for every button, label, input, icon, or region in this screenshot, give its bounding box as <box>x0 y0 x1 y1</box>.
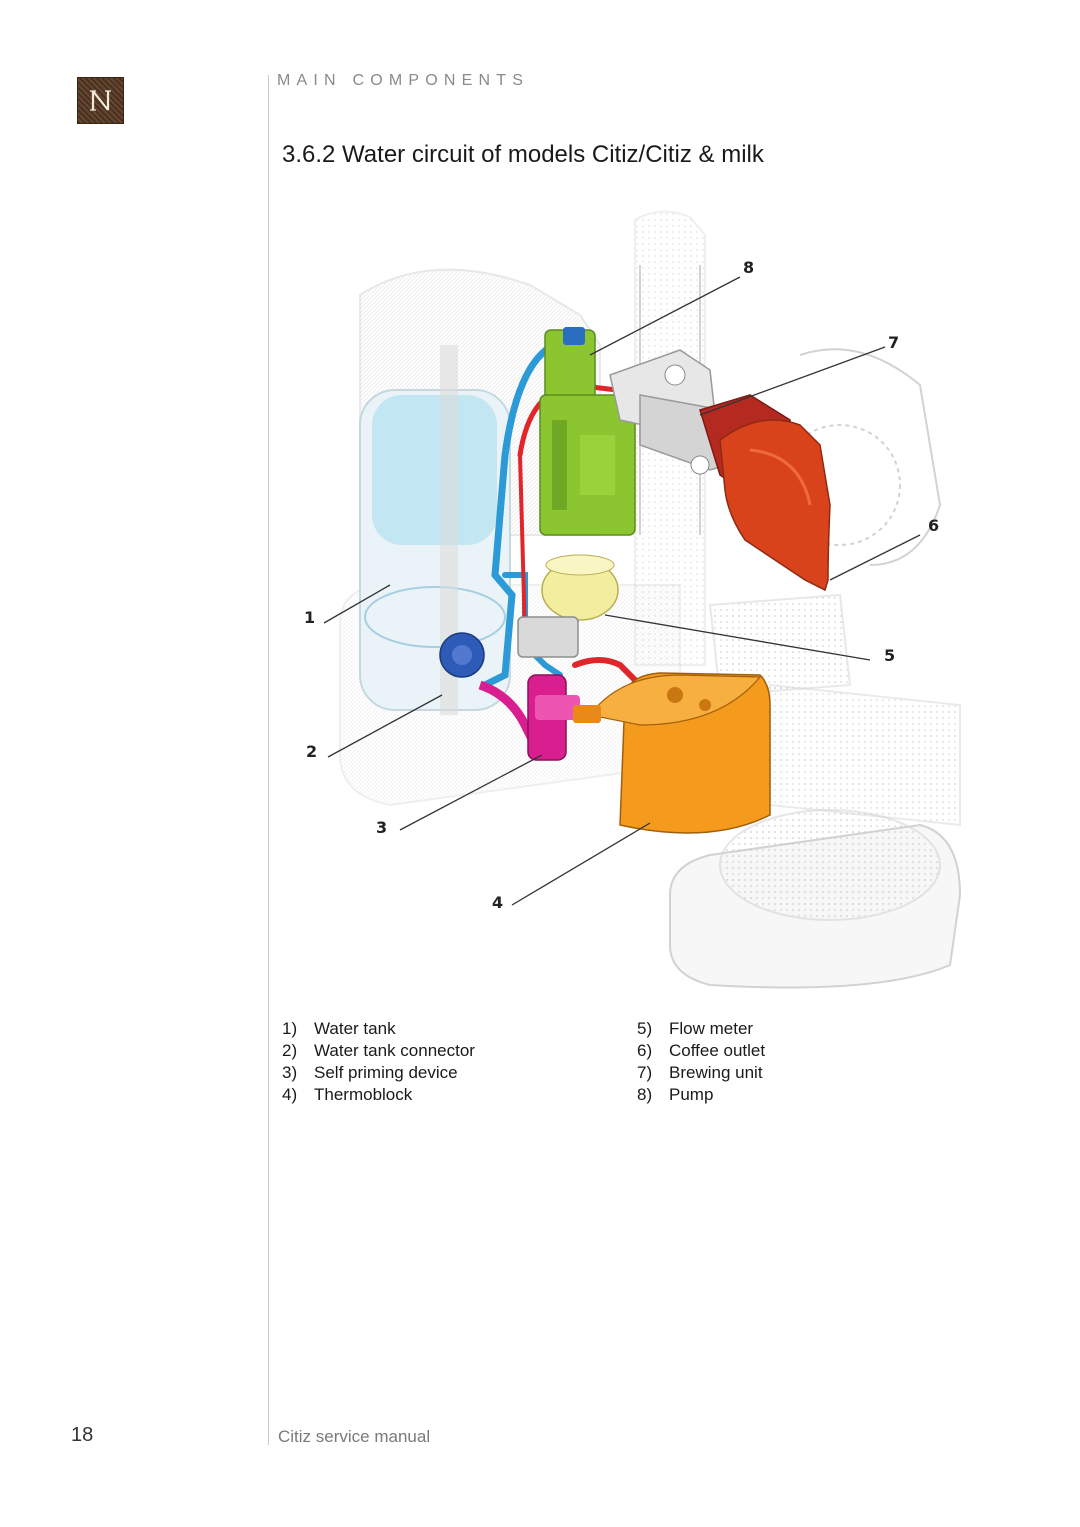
legend-left-column: 1) Water tank 2) Water tank connector 3)… <box>282 1018 612 1106</box>
legend-label: Self priming device <box>314 1063 458 1082</box>
legend-label: Coffee outlet <box>669 1041 766 1060</box>
legend-right-column: 5) Flow meter 6) Coffee outlet 7) Brewin… <box>637 1018 967 1106</box>
margin-rule <box>268 75 269 1445</box>
water-circuit-diagram: 1 2 3 4 5 6 7 8 <box>280 205 970 1005</box>
legend-label: Flow meter <box>669 1019 754 1038</box>
legend-item: 2) Water tank connector <box>282 1040 612 1062</box>
legend-item: 6) Coffee outlet <box>637 1040 967 1062</box>
thermoblock <box>573 672 771 834</box>
water-tank <box>359 345 511 715</box>
footer-manual-title: Citiz service manual <box>278 1427 431 1446</box>
legend-number: 3) <box>282 1063 298 1082</box>
legend-number: 8) <box>637 1085 653 1104</box>
section-label: MAIN COMPONENTS <box>277 72 530 89</box>
legend-number: 7) <box>637 1063 653 1082</box>
pump <box>539 327 636 536</box>
legend-label: Water tank <box>314 1019 396 1038</box>
legend-number: 6) <box>637 1041 653 1060</box>
page-title: 3.6.2 Water circuit of models Citiz/Citi… <box>282 141 764 168</box>
legend-label: Thermoblock <box>314 1085 413 1104</box>
legend-number: 4) <box>282 1085 298 1104</box>
legend-item: 3) Self priming device <box>282 1062 612 1084</box>
callout-8: 8 <box>743 258 754 277</box>
legend-item: 5) Flow meter <box>637 1018 967 1040</box>
legend-number: 5) <box>637 1019 653 1038</box>
callout-leaders <box>323 276 921 906</box>
legend-item: 1) Water tank <box>282 1018 612 1040</box>
nespresso-logo <box>77 77 124 124</box>
legend-item: 7) Brewing unit <box>637 1062 967 1084</box>
legend-number: 2) <box>282 1041 298 1060</box>
legend-label: Brewing unit <box>669 1063 763 1082</box>
legend-label: Water tank connector <box>314 1041 475 1060</box>
callout-6: 6 <box>928 516 939 535</box>
callout-2: 2 <box>306 742 317 761</box>
callout-numbers: 1 2 3 4 5 6 7 8 <box>304 258 939 912</box>
water-tank-connector <box>439 632 485 678</box>
legend-item: 8) Pump <box>637 1084 967 1106</box>
page-number: 18 <box>71 1424 94 1446</box>
callout-5: 5 <box>884 646 895 665</box>
callout-7: 7 <box>888 333 899 352</box>
coffee-outlet <box>719 419 831 592</box>
callout-1: 1 <box>304 608 315 627</box>
machine-illustration: 1 2 3 4 5 6 7 8 <box>304 210 962 989</box>
self-priming-device <box>478 674 580 761</box>
legend-label: Pump <box>669 1085 714 1104</box>
flow-meter <box>517 554 619 658</box>
legend-number: 1) <box>282 1019 298 1038</box>
callout-4: 4 <box>492 893 503 912</box>
legend-item: 4) Thermoblock <box>282 1084 612 1106</box>
callout-3: 3 <box>376 818 387 837</box>
